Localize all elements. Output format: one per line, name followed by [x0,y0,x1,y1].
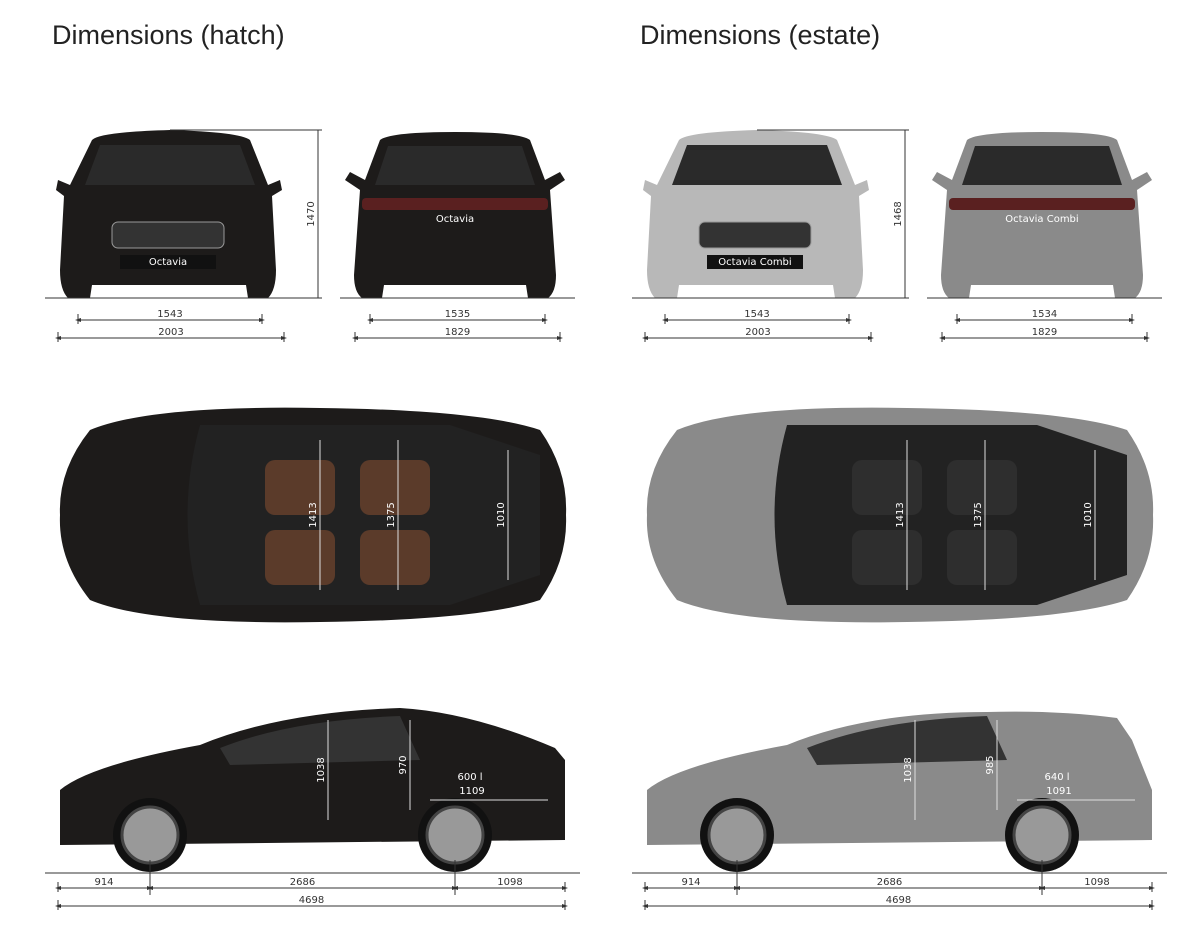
windscreen [85,145,255,185]
front-badge: Octavia [149,257,187,268]
tail-lights [362,198,548,210]
hatch-side-view: 1038 970 600 l 1109 914 2686 1098 4698 [45,708,580,910]
estate-top-view: 1413 1375 1010 [646,407,1154,623]
rear-headroom-dim-label: 970 [398,755,409,774]
grille [698,221,812,249]
estate-front-view: Octavia Combi 1468 1543 2003 [632,129,909,342]
number-plate-area [707,255,803,269]
seat [360,460,430,515]
height-dim-label: 1470 [306,201,317,226]
length-dim-label: 4698 [299,895,324,906]
grille [111,221,225,249]
front-badge: Octavia Combi [718,257,791,268]
rear-window [375,146,535,185]
front-track-dim-label: 1543 [744,309,769,320]
rear-overhang-dim-label: 1098 [497,877,522,888]
wheelbase-dim-label: 2686 [290,877,315,888]
seat [360,530,430,585]
wheelbase-dim-label: 2686 [877,877,902,888]
rear-overhang-dim-label: 1098 [1084,877,1109,888]
width-mirrors-dim-label: 2003 [745,327,770,338]
rim [120,805,180,865]
boot-volume-label: 600 l [457,772,482,783]
boot-width-dim-label: 1010 [1083,502,1094,527]
rear-badge: Octavia [436,214,474,225]
front-track-dim-label: 1543 [157,309,182,320]
rear-window [962,146,1122,185]
width-mirrors-dim-label: 2003 [158,327,183,338]
windscreen [672,145,842,185]
front-shoulder-dim-label: 1413 [895,502,906,527]
seat [265,460,335,515]
front-overhang-dim-label: 914 [681,877,700,888]
boot-volume-label: 640 l [1044,772,1069,783]
rear-width-dim-label: 1829 [445,327,470,338]
front-shoulder-dim-label: 1413 [308,502,319,527]
estate-title: Dimensions (estate) [640,20,881,50]
rear-shoulder-dim-label: 1375 [973,502,984,527]
hatch-front-view: Octavia 1470 1543 2003 [45,129,322,342]
side-windows [807,716,1007,765]
side-windows [220,716,420,765]
rear-headroom-dim-label: 985 [985,755,996,774]
estate-drawings: Octavia Combi 1468 1543 2003 Octavia Combi 15… [632,129,1167,910]
rear-track-dim-label: 1535 [445,309,470,320]
hatch-title: Dimensions (hatch) [52,20,285,50]
hatch-drawings: Octavia 1470 1543 2003 Octavia 1535 1829 1413 13… [45,129,580,910]
rear-width-dim-label: 1829 [1032,327,1057,338]
front-headroom-dim-label: 1038 [316,757,327,782]
boot-width-dim-label: 1010 [496,502,507,527]
estate-side-view: 1038 985 640 l 1091 914 2686 1098 4698 [632,711,1167,910]
front-overhang-dim-label: 914 [94,877,113,888]
seat [852,530,922,585]
seat [852,460,922,515]
rim [707,805,767,865]
seat [947,460,1017,515]
estate-rear-view: Octavia Combi 1534 1829 [927,132,1162,342]
boot-length-label: 1109 [459,786,484,797]
length-dim-label: 4698 [886,895,911,906]
rear-track-dim-label: 1534 [1032,309,1057,320]
hatch-top-view: 1413 1375 1010 [59,407,567,623]
rim [1012,805,1072,865]
rear-badge: Octavia Combi [1005,214,1078,225]
rear-shoulder-dim-label: 1375 [386,502,397,527]
seat [947,530,1017,585]
boot-length-label: 1091 [1046,786,1071,797]
number-plate-area [120,255,216,269]
rim [425,805,485,865]
tail-lights [949,198,1135,210]
front-headroom-dim-label: 1038 [903,757,914,782]
height-dim-label: 1468 [893,201,904,226]
hatch-rear-view: Octavia 1535 1829 [340,132,575,342]
seat [265,530,335,585]
